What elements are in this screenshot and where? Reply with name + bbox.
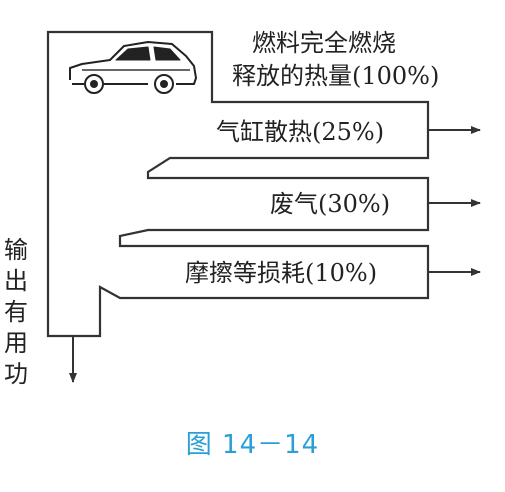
output-label-char-1: 输 bbox=[4, 236, 28, 264]
loss-label-exhaust: 废气(30%) bbox=[270, 190, 390, 218]
figure-caption: 图 14－14 bbox=[185, 430, 320, 460]
output-label-char-4: 用 bbox=[4, 329, 28, 357]
source-label-line1: 燃料完全燃烧 bbox=[252, 29, 396, 57]
loss-label-cylinder: 气缸散热(25%) bbox=[216, 118, 384, 146]
source-label-line2: 释放的热量(100%) bbox=[232, 62, 439, 90]
energy-flow-outline bbox=[46, 30, 430, 338]
output-label-char-5: 功 bbox=[4, 360, 28, 388]
loss-label-friction: 摩擦等损耗(10%) bbox=[185, 259, 377, 287]
output-label-char-3: 有 bbox=[4, 298, 28, 326]
car-icon bbox=[69, 41, 197, 94]
output-label-char-2: 出 bbox=[4, 267, 28, 295]
